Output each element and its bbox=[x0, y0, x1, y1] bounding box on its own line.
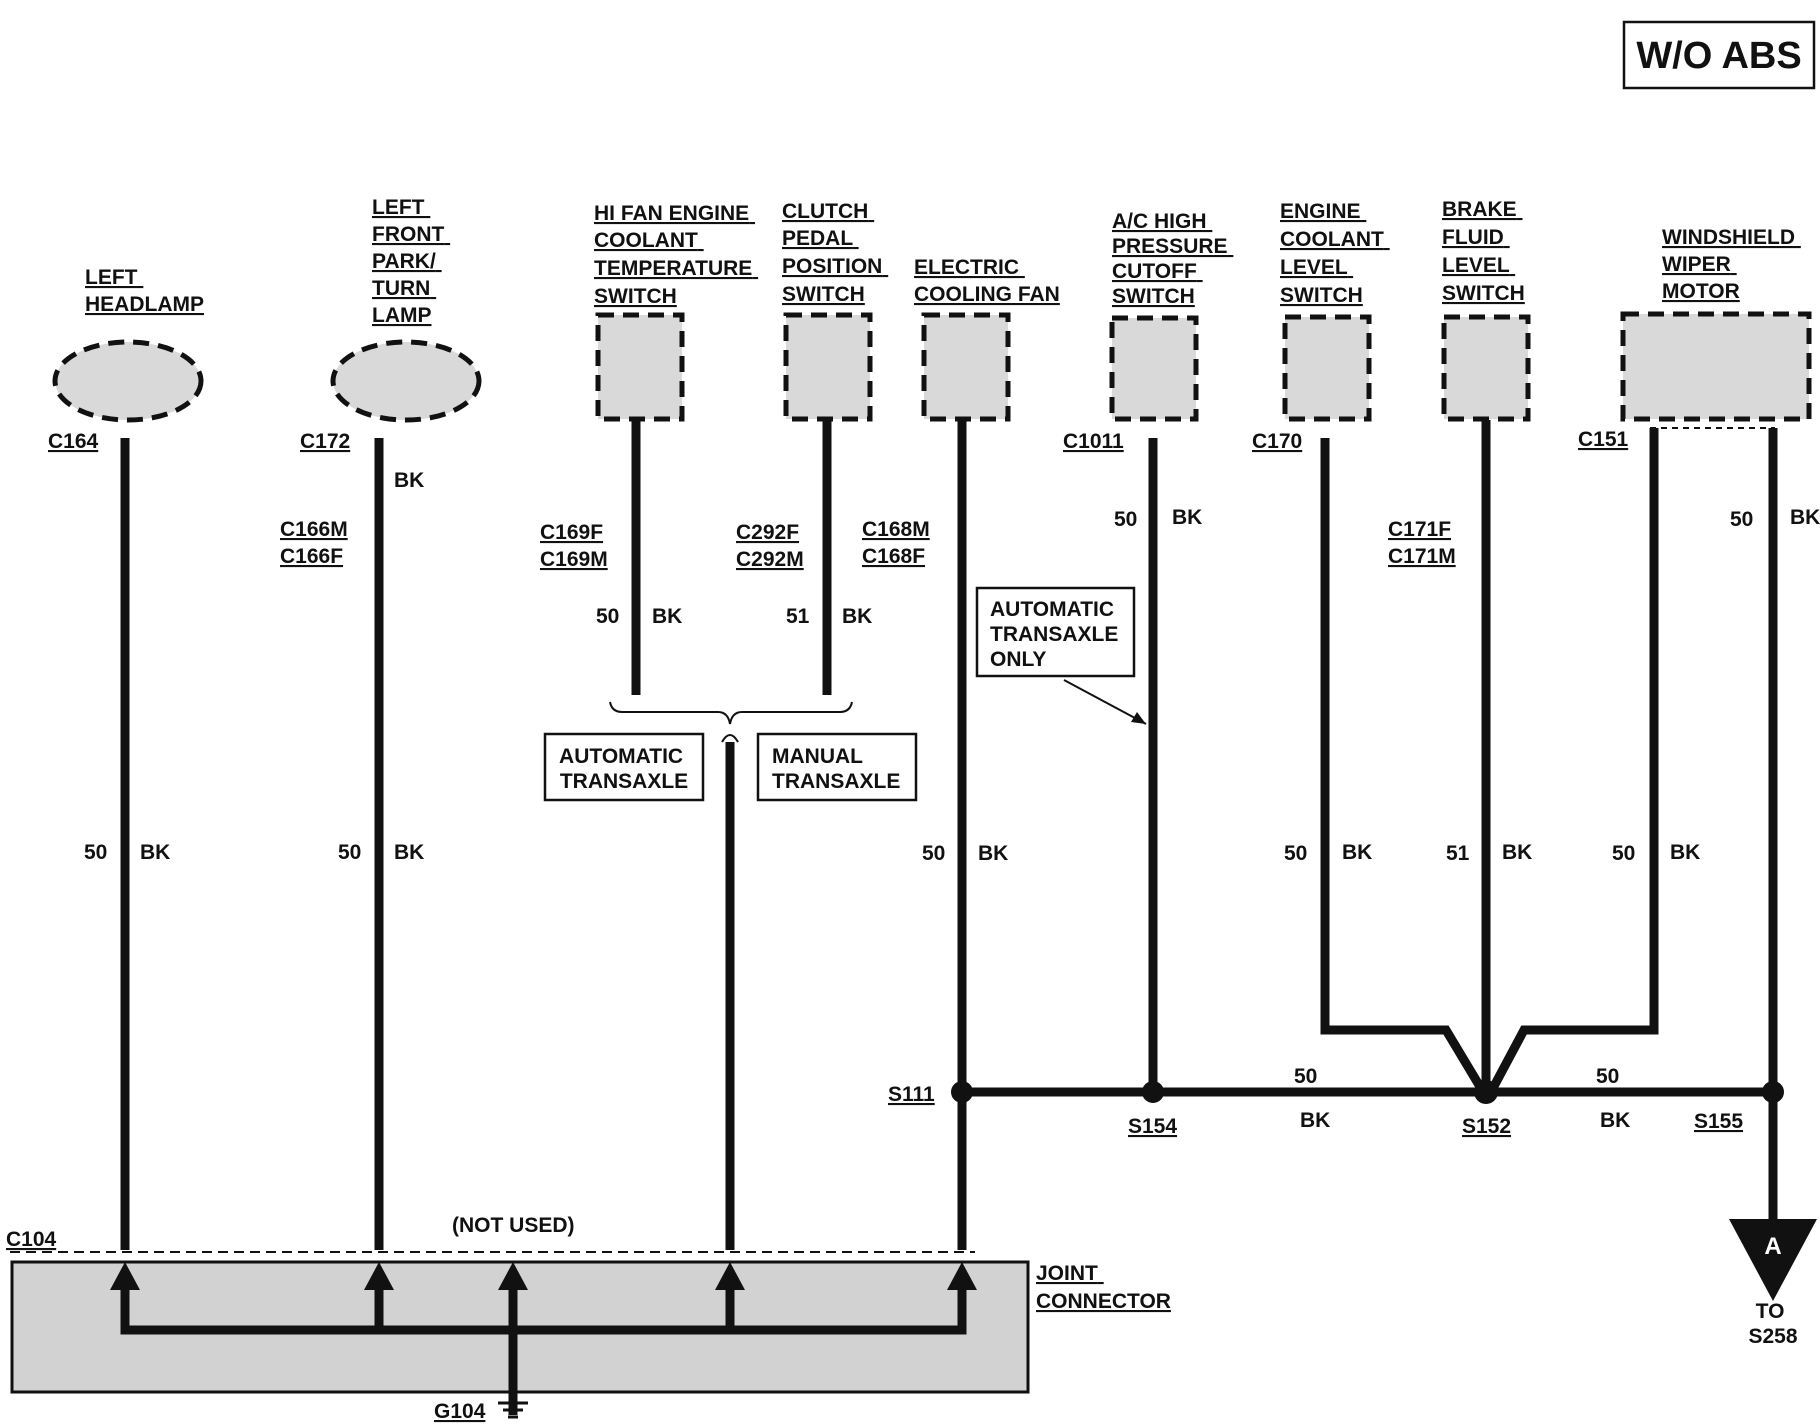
svg-text:C171M: C171M bbox=[1388, 545, 1456, 568]
svg-text:C166F: C166F bbox=[280, 545, 343, 568]
transaxle-bracket-fork bbox=[721, 734, 739, 743]
manual-transaxle-text: MANUAL TRANSAXLE bbox=[772, 745, 900, 793]
svg-text:50: 50 bbox=[1284, 842, 1307, 865]
svg-text:50: 50 bbox=[1294, 1065, 1317, 1088]
left-front-park-turn-lamp-label: LEFT FRONT PARK/ TURN LAMP bbox=[372, 196, 450, 327]
svg-text:C292F: C292F bbox=[736, 521, 799, 544]
connector-labels: C164 C172 C166M C166F C169F C169M C292F … bbox=[6, 428, 1629, 1423]
splice-s152-dot bbox=[1474, 1080, 1498, 1104]
brake-fluid-switch-label: BRAKE FLUID LEVEL SWITCH bbox=[1442, 198, 1525, 305]
offpage-to-label: TO S258 bbox=[1748, 1300, 1797, 1348]
title-box bbox=[1622, 20, 1816, 90]
svg-text:BK: BK bbox=[1172, 506, 1202, 529]
coolant-level-switch-label: ENGINE COOLANT LEVEL SWITCH bbox=[1280, 200, 1390, 307]
offpage-arrow bbox=[1729, 1219, 1817, 1301]
svg-text:50: 50 bbox=[1612, 842, 1635, 865]
leader-arrowhead bbox=[1131, 712, 1146, 724]
title-text: W/O ABS bbox=[1636, 35, 1801, 77]
not-used-label: (NOT USED) bbox=[452, 1214, 575, 1237]
ac-switch-label: A/C HIGH PRESSURE CUTOFF SWITCH bbox=[1112, 210, 1233, 308]
cooling-fan-label: ELECTRIC COOLING FAN bbox=[914, 256, 1060, 306]
auto-transaxle-box bbox=[543, 732, 705, 802]
svg-text:50: 50 bbox=[922, 842, 945, 865]
auto-transaxle-only-text: AUTOMATIC TRANSAXLE ONLY bbox=[990, 598, 1124, 671]
svg-text:BK: BK bbox=[842, 605, 872, 628]
svg-text:50: 50 bbox=[1596, 1065, 1619, 1088]
svg-text:BK: BK bbox=[1502, 841, 1532, 864]
svg-text:BK: BK bbox=[1600, 1109, 1630, 1132]
splice-labels: S111 S154 S152 S155 bbox=[888, 1083, 1743, 1138]
svg-text:C151: C151 bbox=[1578, 428, 1629, 451]
joint-connector-label: JOINT CONNECTOR bbox=[1036, 1262, 1171, 1313]
svg-text:BK: BK bbox=[1790, 506, 1820, 529]
svg-text:BK: BK bbox=[1342, 841, 1372, 864]
offpage-letter: A bbox=[1764, 1233, 1781, 1260]
svg-text:50: 50 bbox=[338, 841, 361, 864]
svg-text:C170: C170 bbox=[1252, 430, 1302, 453]
svg-text:C171F: C171F bbox=[1388, 518, 1451, 541]
left-headlamp-symbol bbox=[52, 339, 204, 423]
svg-text:C169M: C169M bbox=[540, 548, 608, 571]
svg-text:BK: BK bbox=[140, 841, 170, 864]
wiper-motor-label: WINDSHIELD WIPER MOTOR bbox=[1662, 226, 1801, 303]
left-front-lamp-symbol bbox=[330, 339, 482, 423]
joint-connector-bus bbox=[110, 1262, 977, 1415]
svg-text:50: 50 bbox=[1114, 508, 1137, 531]
wiper-motor-symbol bbox=[1620, 311, 1812, 422]
svg-text:50: 50 bbox=[84, 841, 107, 864]
svg-text:C172: C172 bbox=[300, 430, 350, 453]
ac-switch-symbol bbox=[1109, 315, 1199, 422]
svg-text:C104: C104 bbox=[6, 1228, 57, 1251]
svg-text:C292M: C292M bbox=[736, 548, 804, 571]
splice-s154-dot bbox=[1142, 1081, 1164, 1103]
manual-transaxle-box bbox=[756, 732, 918, 802]
splice-s155-dot bbox=[1762, 1081, 1784, 1103]
svg-text:C169F: C169F bbox=[540, 521, 603, 544]
hi-fan-switch-symbol bbox=[595, 312, 685, 422]
ground-symbol bbox=[498, 1401, 528, 1419]
svg-text:BK: BK bbox=[978, 842, 1008, 865]
left-headlamp-label: LEFT HEADLAMP bbox=[85, 266, 204, 316]
splice-s111-dot bbox=[951, 1081, 973, 1103]
svg-text:50: 50 bbox=[1730, 508, 1753, 531]
clutch-switch-label: CLUTCH PEDAL POSITION SWITCH bbox=[782, 200, 888, 306]
svg-text:S155: S155 bbox=[1694, 1110, 1743, 1133]
svg-text:51: 51 bbox=[786, 605, 810, 628]
svg-text:BK: BK bbox=[652, 605, 682, 628]
auto-transaxle-only-leader bbox=[1063, 679, 1147, 725]
svg-text:C168M: C168M bbox=[862, 518, 930, 541]
svg-text:BK: BK bbox=[394, 469, 424, 492]
svg-text:C166M: C166M bbox=[280, 518, 348, 541]
auto-transaxle-only-box bbox=[975, 586, 1136, 678]
hi-fan-switch-label: HI FAN ENGINE COOLANT TEMPERATURE SWITCH bbox=[594, 202, 758, 308]
svg-text:C164: C164 bbox=[48, 430, 99, 453]
svg-text:BK: BK bbox=[1300, 1109, 1330, 1132]
circuit-labels: BK 50 BK 51 BK 50 BK 50 BK 50 BK 50 BK 5… bbox=[84, 469, 1820, 1132]
svg-text:C168F: C168F bbox=[862, 545, 925, 568]
svg-text:50: 50 bbox=[596, 605, 619, 628]
svg-text:S154: S154 bbox=[1128, 1115, 1177, 1138]
svg-text:S152: S152 bbox=[1462, 1115, 1511, 1138]
clutch-switch-symbol bbox=[783, 312, 873, 422]
svg-text:51: 51 bbox=[1446, 842, 1470, 865]
wires bbox=[120, 420, 1778, 1250]
svg-text:C1011: C1011 bbox=[1063, 430, 1124, 453]
transaxle-bracket bbox=[609, 701, 853, 725]
coolant-level-switch-symbol bbox=[1282, 314, 1372, 422]
svg-text:BK: BK bbox=[394, 841, 424, 864]
brake-fluid-switch-symbol bbox=[1441, 314, 1531, 422]
svg-text:S111: S111 bbox=[888, 1083, 935, 1106]
cooling-fan-symbol bbox=[921, 312, 1011, 422]
svg-text:BK: BK bbox=[1670, 841, 1700, 864]
svg-text:G104: G104 bbox=[434, 1400, 486, 1423]
auto-transaxle-text: AUTOMATIC TRANSAXLE bbox=[559, 745, 689, 793]
